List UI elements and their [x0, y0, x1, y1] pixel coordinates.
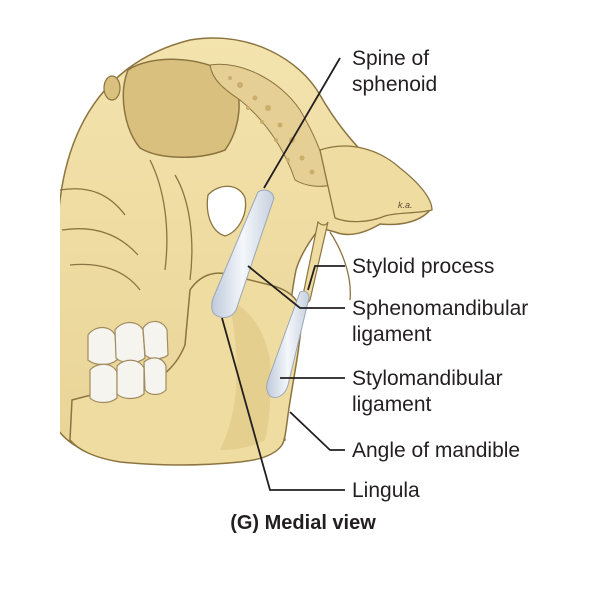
leader-lines: [221, 57, 345, 491]
sphenomandibular-ligament: [211, 189, 275, 318]
label-stylo-line1: Stylomandibular: [352, 367, 503, 390]
label-spine-line1: Spine of: [352, 47, 430, 70]
foramen-small: [103, 75, 121, 101]
sinus-cavity: [122, 58, 240, 158]
label-spheno-line2: ligament: [352, 323, 432, 346]
leader-spheno: [247, 265, 345, 309]
label-spheno-line1: Sphenomandibular: [352, 297, 529, 320]
mandibular-notch: [206, 185, 247, 237]
tiny-annotation: k.a.: [398, 200, 413, 210]
spongy-bone-band: [209, 63, 331, 187]
label-stylo-line2: ligament: [352, 393, 432, 416]
figure-caption: (G) Medial view: [230, 512, 376, 534]
label-angle: Angle of mandible: [352, 439, 521, 462]
label-spine-line2: sphenoid: [352, 73, 438, 96]
leader-spine: [263, 57, 341, 189]
leader-angle: [289, 411, 345, 451]
spongy-bone-pores: [228, 76, 315, 175]
leader-lingula: [221, 317, 345, 491]
stylomandibular-ligament: [266, 290, 310, 399]
mandible-shadow: [220, 300, 271, 450]
teeth: [87, 320, 169, 404]
leader-styloid: [307, 265, 345, 291]
label-styloid: Styloid process: [352, 255, 495, 278]
temporal-bone: [319, 145, 433, 223]
label-lingula: Lingula: [352, 479, 420, 502]
